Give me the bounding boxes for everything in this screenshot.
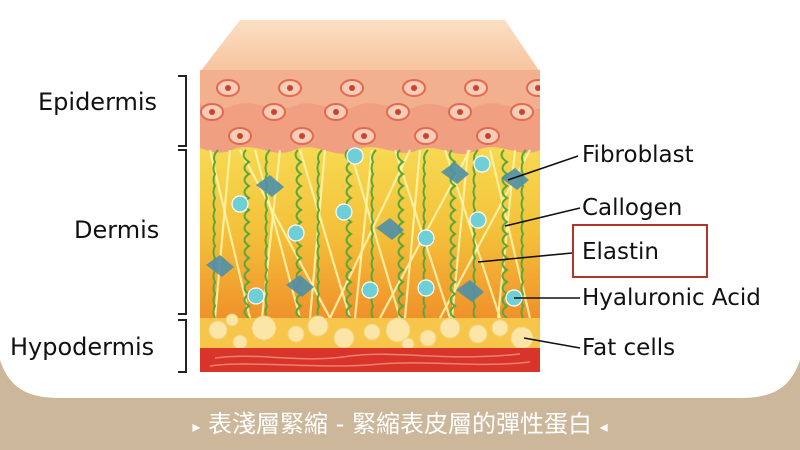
layer-brackets [178,75,187,373]
hyaluronic-acid-label: Hyaluronic Acid [582,285,761,311]
collagen-pointer [504,207,581,227]
elastin-highlight-box [572,224,708,278]
dermis-label: Dermis [74,216,160,244]
epidermis-bracket [178,75,187,147]
caption-right-marker: ◂ [599,417,608,436]
muscle-layer [200,348,540,372]
caption-left-marker: ▸ [192,417,201,436]
epidermis-label: Epidermis [38,88,158,116]
hypodermis-label: Hypodermis [10,333,155,361]
dermis-bracket [178,149,187,315]
elastin-label: Elastin [582,239,659,265]
fibroblast-pointer [507,155,579,181]
skin-surface [200,20,540,72]
caption: ▸ 表淺層緊縮 - 緊縮表皮層的彈性蛋白 ◂ [0,406,800,445]
fat-cells [208,313,534,351]
fibroblast-label: Fibroblast [582,142,694,168]
epidermis-cells [200,79,540,145]
fat-cells-label: Fat cells [582,335,676,361]
fibroblast-cells [206,162,529,302]
collagen-label: Callogen [582,195,683,221]
hypodermis-bracket [178,319,187,373]
pointer-lines [477,155,581,349]
fat-cells-pointer [523,337,581,349]
caption-text: 表淺層緊縮 - 緊縮表皮層的彈性蛋白 [208,410,592,438]
hyaluronic-acid-dots [231,147,523,307]
elastin-pointer [477,252,573,263]
caption-band [0,360,800,450]
